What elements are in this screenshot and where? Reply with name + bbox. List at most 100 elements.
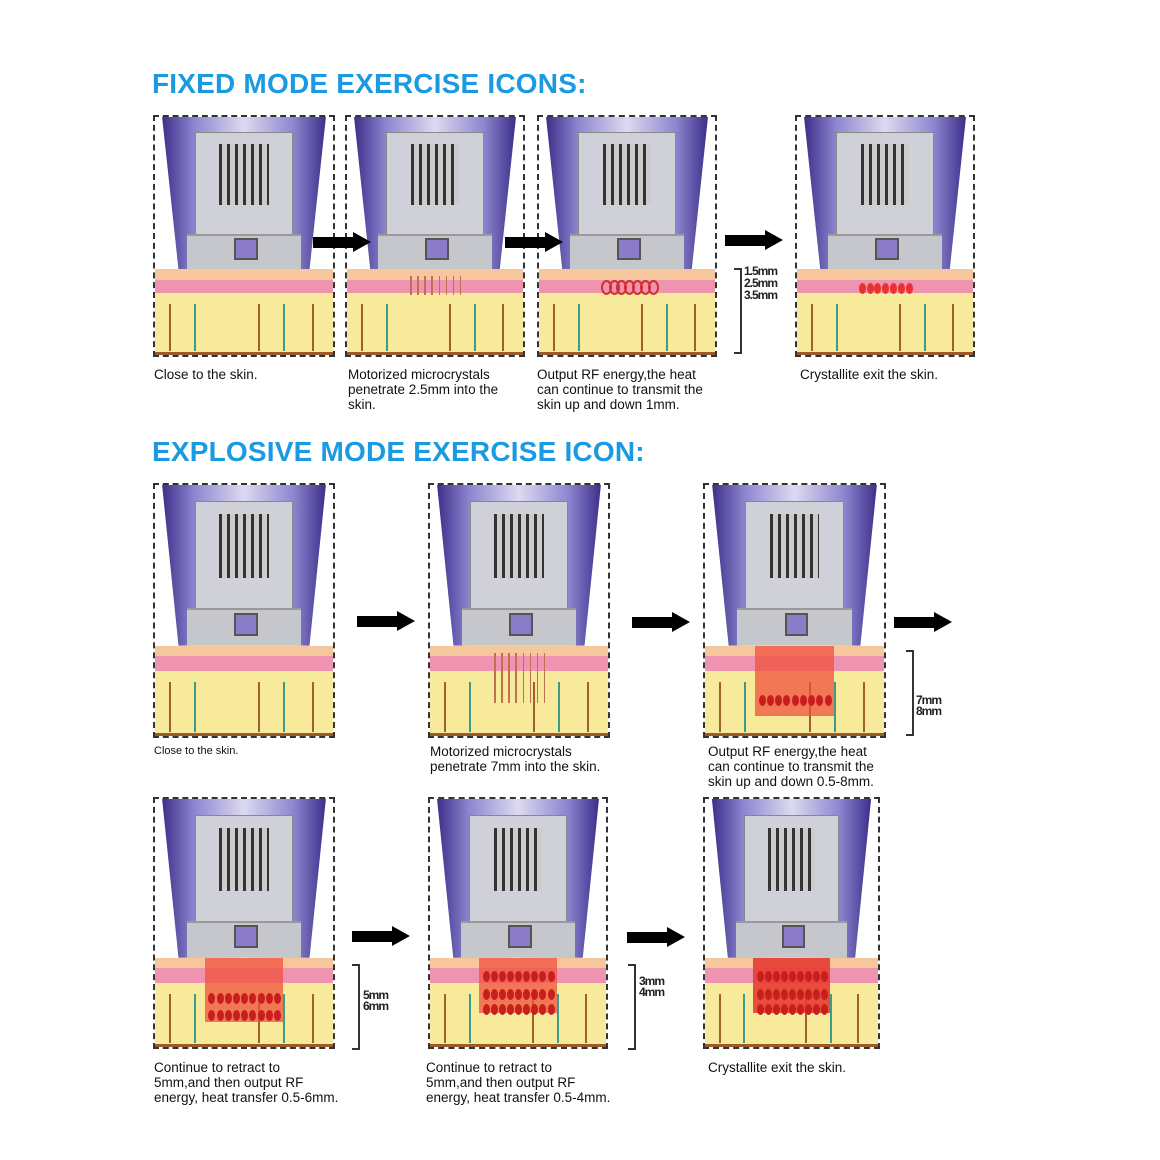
blood-vessel [311, 303, 314, 351]
applicator-window [425, 237, 449, 261]
skin-layers [155, 957, 333, 1047]
rf-heat-point [257, 1009, 265, 1021]
blood-vessel [469, 682, 472, 732]
microneedle-array [602, 144, 652, 206]
blood-vessel [835, 303, 838, 351]
rf-heat-point [788, 1004, 796, 1016]
rf-heat-point [775, 695, 783, 707]
rf-heat-point [482, 1004, 490, 1016]
arrow-right-icon [725, 230, 783, 250]
fixed-step-2-caption: Motorized microcrystals penetrate 2.5mm … [348, 367, 499, 412]
applicator-window [617, 237, 641, 261]
blood-vessel [258, 682, 261, 732]
rf-heat-point [507, 988, 515, 1000]
blood-vessel [833, 682, 836, 732]
microneedle-array [860, 144, 910, 206]
rf-heat-point [820, 1004, 828, 1016]
applicator-window [784, 612, 809, 636]
rf-heat-point [898, 283, 906, 295]
rf-heat-point [804, 971, 812, 983]
microneedle [445, 276, 448, 296]
blood-vessel [473, 303, 476, 351]
rf-heat-point [498, 971, 506, 983]
depth-bracket [352, 964, 360, 1050]
rf-heat-point [756, 971, 764, 983]
microneedle-array [493, 827, 543, 892]
blood-vessel [311, 993, 314, 1043]
arrow-right-icon [505, 232, 563, 252]
blood-vessel [558, 682, 561, 732]
microneedle-array [769, 513, 820, 579]
rf-heat-point [783, 695, 791, 707]
blood-vessel [899, 303, 902, 351]
arrow-right-icon [627, 927, 685, 947]
rf-heat-point [772, 971, 780, 983]
microneedle-array [219, 144, 269, 206]
explosive-step-2-caption: Motorized microcrystals penetrate 7mm in… [430, 744, 601, 774]
applicator-head [546, 117, 708, 270]
rf-heat-point [788, 988, 796, 1000]
rf-heat-point [490, 971, 498, 983]
depth-bracket [628, 964, 636, 1050]
skin-layers [430, 645, 608, 736]
blood-vessel [951, 303, 954, 351]
rf-heat-point [498, 988, 506, 1000]
fixed-step-1-caption: Close to the skin. [154, 367, 258, 382]
rf-heat-point [820, 971, 828, 983]
rf-heat-point [772, 988, 780, 1000]
rf-heat-point [531, 971, 539, 983]
depth-bracket [906, 650, 914, 736]
microneedle [536, 652, 539, 703]
fixed-mode-title: FIXED MODE EXERCISE ICONS: [152, 68, 587, 99]
rf-heat-point [482, 988, 490, 1000]
blood-vessel [468, 993, 471, 1043]
blood-vessel [584, 993, 587, 1043]
blood-vessel [501, 303, 504, 351]
rf-heat-point [812, 971, 820, 983]
subcutaneous-layer [797, 293, 973, 355]
blood-vessel [857, 993, 860, 1043]
explosive-step-1-caption: Close to the skin. [154, 745, 239, 757]
depth-label: 7mm [916, 693, 942, 707]
applicator-window [875, 237, 899, 261]
rf-heat-point [523, 1004, 531, 1016]
fixed-step-1-illustration [153, 115, 335, 357]
blood-vessel [553, 303, 556, 351]
blood-vessel [194, 682, 197, 732]
subcutaneous-layer [430, 670, 608, 736]
blood-vessel [693, 303, 696, 351]
arrow-right-icon [352, 926, 410, 946]
rf-heat-point [764, 1004, 772, 1016]
blood-vessel [169, 993, 172, 1043]
blood-vessel [743, 993, 746, 1043]
microneedle [543, 652, 546, 703]
rf-heat-point [224, 1009, 232, 1021]
rf-heat-point [507, 1004, 515, 1016]
explosive-step-3-caption: Output RF energy,the heat can continue t… [708, 744, 874, 789]
explosive-step-5-caption: Continue to retract to 5mm,and then outp… [426, 1060, 611, 1105]
rf-heat-point [874, 283, 882, 295]
applicator-head [162, 485, 326, 646]
applicator-head [162, 117, 326, 270]
explosive-step-6-illustration [703, 797, 880, 1049]
rf-heat-point [490, 988, 498, 1000]
microneedle [410, 276, 412, 296]
applicator-head [804, 117, 966, 270]
depth-bracket [734, 268, 742, 354]
rf-heat-point [241, 993, 249, 1005]
blood-vessel [719, 682, 722, 732]
rf-heat-zone [479, 957, 557, 1014]
explosive-mode-title: EXPLOSIVE MODE EXERCISE ICON: [152, 436, 645, 467]
rf-heat-point [241, 1009, 249, 1021]
blood-vessel [829, 993, 832, 1043]
applicator-window [508, 925, 532, 949]
applicator-window [781, 925, 806, 949]
rf-heat-point [539, 971, 547, 983]
rf-heat-point [858, 283, 866, 295]
epidermis-layer [155, 269, 333, 280]
rf-heat-point [758, 695, 766, 707]
depth-label: 5mm [363, 988, 389, 1002]
dermis-layer [155, 279, 333, 294]
depth-label: 6mm [363, 999, 389, 1013]
explosive-step-3-illustration [703, 483, 886, 738]
